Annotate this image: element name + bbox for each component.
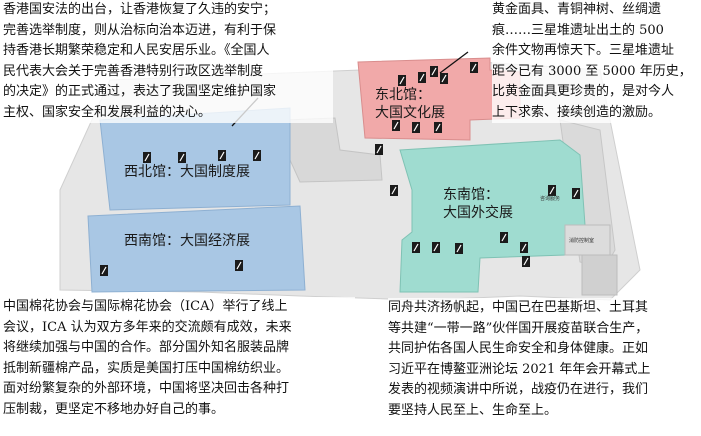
pointer-line-ne [439, 51, 469, 74]
exhibit-marker-icon [548, 185, 556, 196]
hall-northeast-label: 东北馆： 大国文化展 [375, 86, 445, 122]
hall-southwest-label: 西南馆：大国经济展 [124, 232, 250, 250]
exhibit-marker-icon [520, 242, 528, 253]
text-block-bottom-right: 同舟共济扬帆起，中国已在巴基斯坦、土耳其 等共建“一带一路”伙伴国开展疫苗联合生… [388, 298, 700, 421]
hall-southwest [87, 205, 306, 293]
exhibit-marker-icon [375, 144, 383, 155]
exhibit-marker-icon [434, 122, 442, 133]
text-block-top-left: 香港国安法的出台，让香港恢复了久违的安宁； 完善选举制度，则从治标向治本迈进，有… [3, 0, 333, 123]
exhibit-marker-icon [412, 242, 420, 253]
exhibit-marker-icon [143, 152, 151, 163]
text-block-top-right: 黄金面具、青铜神树、丝绸遗 痕……三星堆遗址出土的 500 余件文物再惊天下。三… [492, 0, 700, 123]
exhibit-marker-icon [392, 120, 400, 131]
center-corridor [284, 117, 383, 183]
hall-northwest [99, 107, 291, 211]
exhibit-marker-icon [522, 256, 530, 267]
text-block-bottom-left: 中国棉花协会与国际棉花协会（ICA）举行了线上 会议，ICA 认为双方多年来的交… [3, 297, 355, 420]
exhibit-marker-icon [430, 66, 438, 77]
exhibit-marker-icon [412, 122, 420, 133]
exhibit-marker-icon [100, 265, 108, 276]
exhibit-marker-icon [432, 242, 440, 253]
hall-northwest-name: 西北馆： [124, 164, 180, 180]
exhibit-marker-icon [235, 260, 243, 271]
room-fire-control [564, 224, 611, 256]
exhibit-markers [100, 62, 580, 276]
exhibit-marker-icon [253, 150, 261, 161]
exhibit-marker-icon [455, 243, 463, 254]
hall-northwest-theme: 大国制度展 [180, 164, 250, 180]
exhibit-marker-icon [572, 188, 580, 199]
fire-control-label: 消防控制室 [569, 237, 594, 244]
hall-southeast [399, 139, 586, 293]
hall-northeast-name: 东北馆： [375, 87, 431, 103]
hall-southwest-name: 西南馆： [124, 233, 180, 249]
exhibit-marker-icon [390, 185, 398, 196]
hall-southeast-label: 东南馆： 大国外交展 [443, 186, 513, 222]
exhibit-marker-icon [418, 72, 426, 83]
exhibit-marker-icon [178, 152, 186, 163]
exhibit-marker-icon [440, 73, 448, 84]
exhibit-marker-icon [218, 150, 226, 161]
room-annex [581, 254, 618, 296]
hall-southeast-theme: 大国外交展 [443, 205, 513, 221]
hall-northeast-theme: 大国文化展 [375, 105, 445, 121]
hall-northwest-label: 西北馆：大国制度展 [124, 163, 250, 181]
exhibit-marker-icon [398, 75, 406, 86]
exhibit-marker-icon [470, 62, 478, 73]
hall-southwest-theme: 大国经济展 [180, 233, 250, 249]
hall-southeast-name: 东南馆： [443, 187, 499, 203]
exhibit-marker-icon [500, 232, 508, 243]
info-desk-label: 咨询服务 [540, 195, 560, 202]
